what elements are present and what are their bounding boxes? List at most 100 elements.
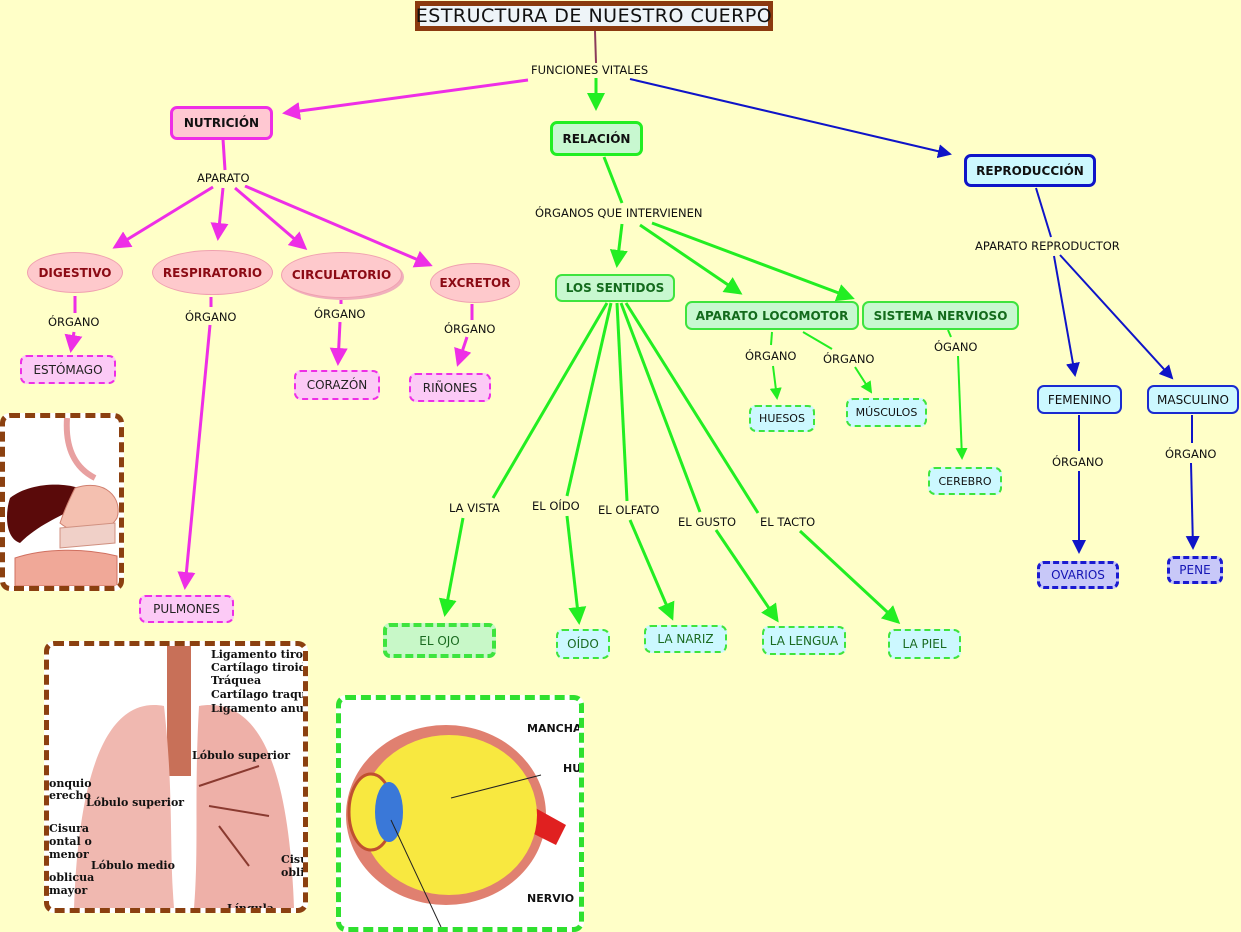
node-nutricion[interactable]: NUTRICIÓN: [170, 106, 273, 140]
respiratory-system-image: Ligamento tirohio Cartílago tiroides Trá…: [44, 641, 308, 913]
lung-label: Cisura: [49, 822, 90, 835]
node-musculos[interactable]: MÚSCULOS: [846, 398, 927, 427]
eye-image: MANCHA HUM NERVIO: [336, 695, 584, 932]
lung-label: Cartílago traquea: [211, 688, 306, 701]
connector: [802, 331, 833, 350]
node-estomago[interactable]: ESTÓMAGO: [20, 355, 116, 384]
connector-arrow: [210, 187, 229, 241]
node-reproduccion[interactable]: REPRODUCCIÓN: [964, 154, 1096, 187]
link-organo: ÓRGANO: [1051, 455, 1105, 469]
connector-arrow: [244, 184, 433, 268]
node-rinones[interactable]: RIÑONES: [409, 373, 491, 402]
digestive-system-image: [0, 413, 124, 591]
lung-label: Lóbulo superior: [192, 749, 291, 762]
connector-arrow: [639, 223, 743, 295]
lung-label: Cisu: [281, 853, 308, 866]
eye-label: NERVIO: [527, 892, 575, 905]
link-aparato: APARATO: [196, 171, 251, 185]
lung-label: mayor: [49, 884, 88, 897]
node-oido[interactable]: OÍDO: [556, 629, 610, 659]
connector-arrow: [282, 78, 529, 120]
connector: [565, 302, 613, 497]
node-excretor[interactable]: EXCRETOR: [430, 263, 520, 303]
eye-label: MANCHA: [527, 722, 582, 735]
link-aparato-reproductor: APARATO REPRODUCTOR: [974, 239, 1121, 253]
node-huesos[interactable]: HUESOS: [749, 405, 815, 432]
lung-label: Ligamento anular: [211, 702, 308, 715]
connector-arrow: [112, 185, 214, 249]
node-la-lengua[interactable]: LA LENGUA: [762, 626, 846, 655]
link-organo: ÓRGANO: [313, 307, 367, 321]
connector: [491, 302, 609, 499]
node-relacion[interactable]: RELACIÓN: [550, 121, 643, 156]
connector-arrow: [609, 223, 628, 268]
connector-arrow: [798, 529, 901, 625]
node-la-piel[interactable]: LA PIEL: [888, 629, 961, 659]
node-pene[interactable]: PENE: [1167, 556, 1223, 584]
node-masculino[interactable]: MASCULINO: [1147, 385, 1239, 414]
node-aparato-locomotor[interactable]: APARATO LOCOMOTOR: [685, 301, 859, 330]
lung-label: Ligamento tirohio: [211, 648, 304, 661]
node-pulmones[interactable]: PULMONES: [139, 595, 234, 623]
connector-arrow: [329, 321, 348, 366]
lung-label: erecho: [49, 789, 91, 802]
link-funciones-vitales: FUNCIONES VITALES: [530, 63, 650, 77]
lung-label: Lóbulo superior: [86, 796, 185, 809]
connector-arrow: [234, 186, 308, 250]
lung-label: Tráquea: [211, 674, 262, 687]
connector-arrow: [628, 519, 675, 621]
link-organo: ÓRGANO: [47, 315, 101, 329]
link-organo: ÓRGANO: [822, 352, 876, 366]
connector-arrow: [1185, 462, 1200, 550]
connector-arrow: [565, 515, 587, 625]
lung-label: oblicua: [49, 871, 95, 884]
node-sistema-nervioso[interactable]: SISTEMA NERVIOSO: [862, 301, 1019, 330]
node-los-sentidos[interactable]: LOS SENTIDOS: [555, 274, 675, 302]
link-organo: ÓRGANO: [443, 322, 497, 336]
connector-arrow: [629, 78, 952, 159]
link-ogano: ÓGANO: [933, 340, 979, 354]
connector-arrow: [854, 366, 873, 394]
node-el-ojo[interactable]: EL OJO: [383, 623, 496, 658]
connector: [624, 302, 760, 514]
node-digestivo[interactable]: DIGESTIVO: [27, 252, 123, 293]
link-el-gusto: EL GUSTO: [677, 515, 738, 529]
node-corazon[interactable]: CORAZÓN: [294, 370, 380, 400]
link-el-oido: EL OÍDO: [531, 499, 581, 513]
lung-label: oblic: [281, 866, 305, 879]
link-organo: ÓRGANO: [184, 310, 238, 324]
lung-label: onquio: [49, 777, 92, 790]
connector-arrow: [1059, 254, 1174, 380]
link-el-olfato: EL OLFATO: [597, 503, 661, 517]
node-ovarios[interactable]: OVARIOS: [1037, 561, 1119, 589]
link-el-tacto: EL TACTO: [759, 515, 817, 529]
connector-arrow: [454, 336, 472, 367]
lung-label: Língula: [227, 902, 274, 913]
lung-label: ontal o: [49, 835, 92, 848]
connector: [1035, 187, 1052, 238]
connector-arrow: [177, 324, 212, 590]
connector: [594, 30, 597, 64]
connector: [615, 302, 629, 502]
lung-label: Lóbulo medio: [91, 859, 175, 872]
connector-arrow: [64, 331, 83, 353]
connector-arrow: [955, 355, 968, 460]
link-organos-que-intervienen: ÓRGANOS QUE INTERVIENEN: [534, 206, 704, 220]
connector: [770, 331, 773, 346]
connector: [947, 329, 952, 338]
connector-arrow: [769, 365, 782, 400]
node-femenino[interactable]: FEMENINO: [1037, 385, 1122, 414]
digestive-illustration: [7, 418, 119, 586]
connector-arrow: [714, 529, 779, 623]
node-cerebro[interactable]: CEREBRO: [928, 467, 1002, 495]
connector-arrow: [1053, 255, 1080, 377]
link-organo: ÓRGANO: [744, 349, 798, 363]
node-la-nariz[interactable]: LA NARIZ: [644, 625, 727, 653]
connector-arrow: [438, 517, 465, 617]
node-circulatorio[interactable]: CIRCULATORIO: [281, 252, 402, 298]
lungs-illustration: [74, 646, 294, 908]
eye-illustration: [346, 725, 566, 927]
node-respiratorio[interactable]: RESPIRATORIO: [152, 250, 273, 295]
connector: [619, 302, 702, 513]
